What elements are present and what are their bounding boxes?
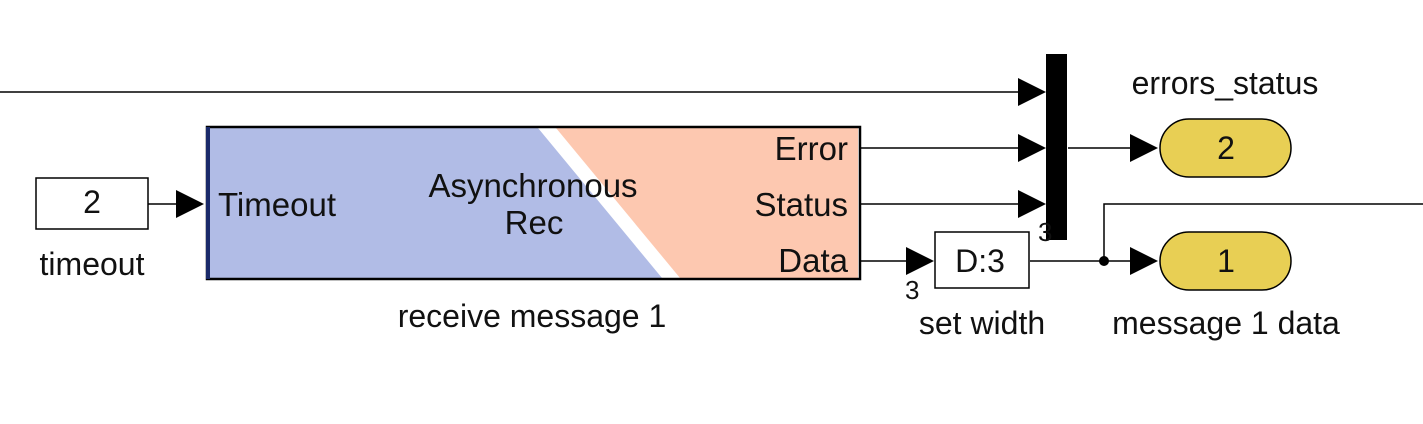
set-width-annotation: 3 (905, 275, 919, 305)
outport-errors-number: 2 (1217, 130, 1235, 166)
outport-data-number: 1 (1217, 243, 1235, 279)
outport-message-data[interactable]: 1 message 1 data (1112, 231, 1340, 341)
port-label-status: Status (754, 186, 848, 223)
set-width-block[interactable]: D:3 3 set width (905, 231, 1045, 341)
port-label-timeout: Timeout (218, 186, 336, 223)
port-label-data: Data (778, 242, 848, 279)
constant-block-timeout[interactable]: 2 timeout (35, 177, 149, 282)
receive-block[interactable]: Timeout Asynchronous Rec Error Status Da… (205, 125, 862, 334)
arrowhead-timeout (176, 190, 204, 218)
outport-errors-caption: errors_status (1132, 65, 1319, 101)
receive-block-caption: receive message 1 (398, 298, 667, 334)
port-label-error: Error (775, 130, 848, 167)
arrowhead-top (1018, 78, 1046, 106)
arrowheads (176, 78, 1158, 275)
set-width-label: D:3 (955, 243, 1005, 279)
receive-block-left-fill (208, 128, 662, 278)
mux-width-annotation: 3 (1038, 217, 1052, 247)
outport-data-caption: message 1 data (1112, 305, 1340, 341)
arrowhead-outport-data (1130, 247, 1158, 275)
constant-caption: timeout (40, 246, 145, 282)
mux-block[interactable]: 3 (1038, 54, 1067, 247)
arrowhead-outport-errors (1130, 134, 1158, 162)
signal-lines (0, 91, 1423, 262)
constant-value: 2 (83, 184, 101, 220)
arrowhead-status (1018, 190, 1046, 218)
outport-errors-status[interactable]: errors_status 2 (1132, 65, 1319, 178)
arrowhead-data (906, 247, 934, 275)
set-width-caption: set width (919, 305, 1045, 341)
receive-block-right-fill (556, 128, 858, 278)
receive-title-line2: Rec (505, 204, 564, 241)
branch-point (1099, 256, 1109, 266)
signal-line-branch[interactable] (1103, 203, 1423, 261)
arrowhead-error (1018, 134, 1046, 162)
receive-title-line1: Asynchronous (428, 167, 637, 204)
